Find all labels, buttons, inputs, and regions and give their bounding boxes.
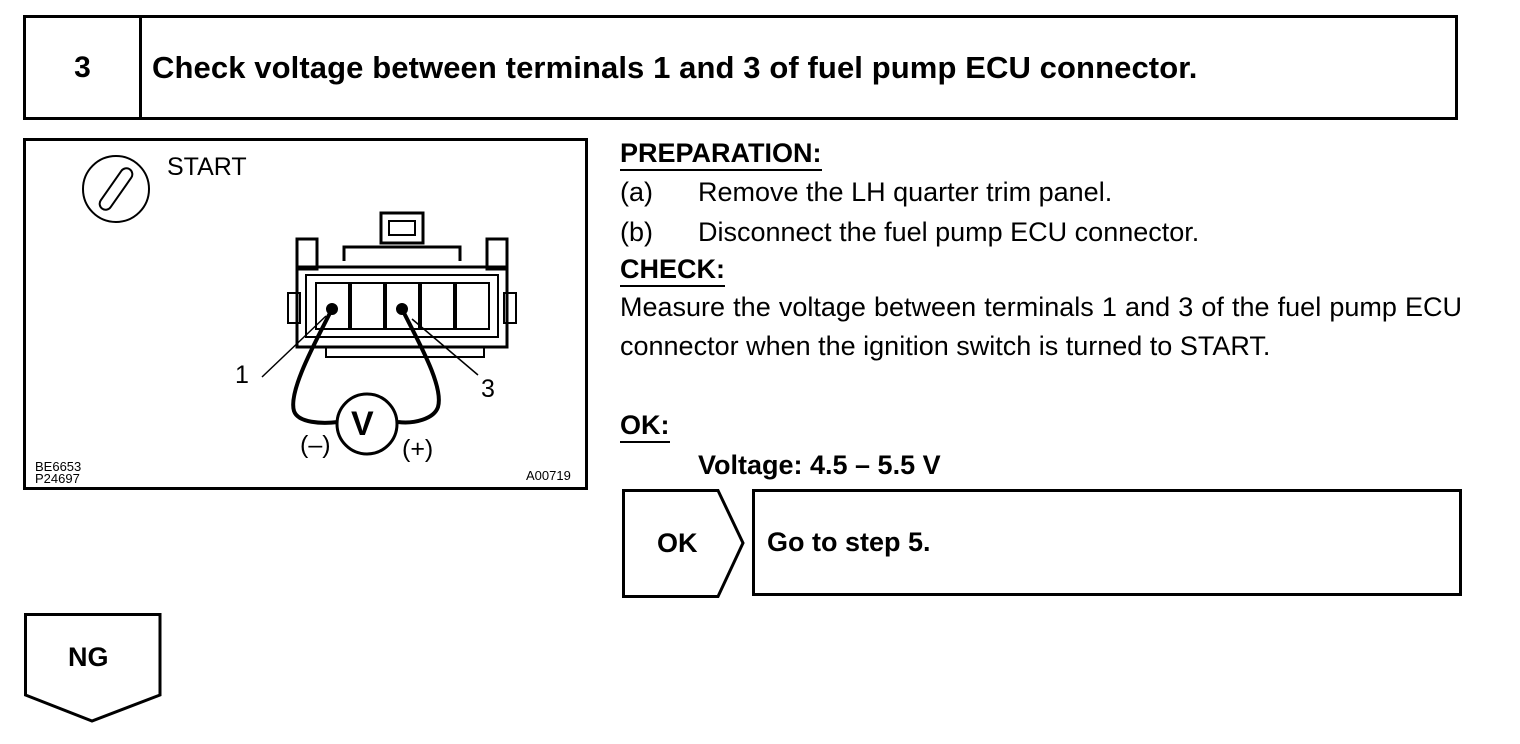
connector-icon <box>287 211 517 358</box>
connector-figure: START 1 3 V (–) (+) BE6653 P24697 A00719 <box>23 138 588 490</box>
ng-badge-label: NG <box>68 642 109 672</box>
voltmeter-symbol: V <box>351 405 374 443</box>
probe-leads <box>261 303 479 425</box>
ok-badge: OK <box>622 489 746 603</box>
step-title: Check voltage between terminals 1 and 3 … <box>152 49 1198 85</box>
negative-lead-label: (–) <box>300 431 331 459</box>
step-header: 3 Check voltage between terminals 1 and … <box>23 15 1458 120</box>
check-heading: CHECK: <box>620 256 725 287</box>
figure-code-right: A00719 <box>526 468 571 483</box>
prep-step-b-text: Disconnect the fuel pump ECU connector. <box>698 217 1200 247</box>
ignition-key-icon <box>82 155 150 223</box>
prep-step-a-marker: (a) <box>620 177 653 207</box>
ok-badge-label: OK <box>657 528 698 558</box>
ok-result: Go to step 5. <box>752 489 1462 596</box>
ignition-start-label: START <box>167 153 247 181</box>
prep-step-a-text: Remove the LH quarter trim panel. <box>698 177 1113 207</box>
terminal-1-label: 1 <box>235 361 249 389</box>
ok-arrow-icon <box>622 489 745 598</box>
voltmeter-icon <box>335 392 399 456</box>
check-instructions: Measure the voltage between terminals 1 … <box>620 292 1462 361</box>
preparation-heading: PREPARATION: <box>620 140 822 171</box>
terminal-3-label: 3 <box>481 375 495 403</box>
ok-heading: OK: <box>620 412 670 443</box>
connector-diagram <box>82 155 517 456</box>
prep-step-b-marker: (b) <box>620 217 653 247</box>
ng-badge: NG <box>24 613 163 728</box>
step-number: 3 <box>26 18 142 117</box>
positive-lead-label: (+) <box>402 435 434 463</box>
figure-code-left-2: P24697 <box>35 471 80 486</box>
ng-arrow-icon <box>24 613 162 723</box>
voltage-spec: Voltage: 4.5 – 5.5 V <box>698 450 941 480</box>
figure-code-left-1: BE6653 <box>35 459 82 474</box>
